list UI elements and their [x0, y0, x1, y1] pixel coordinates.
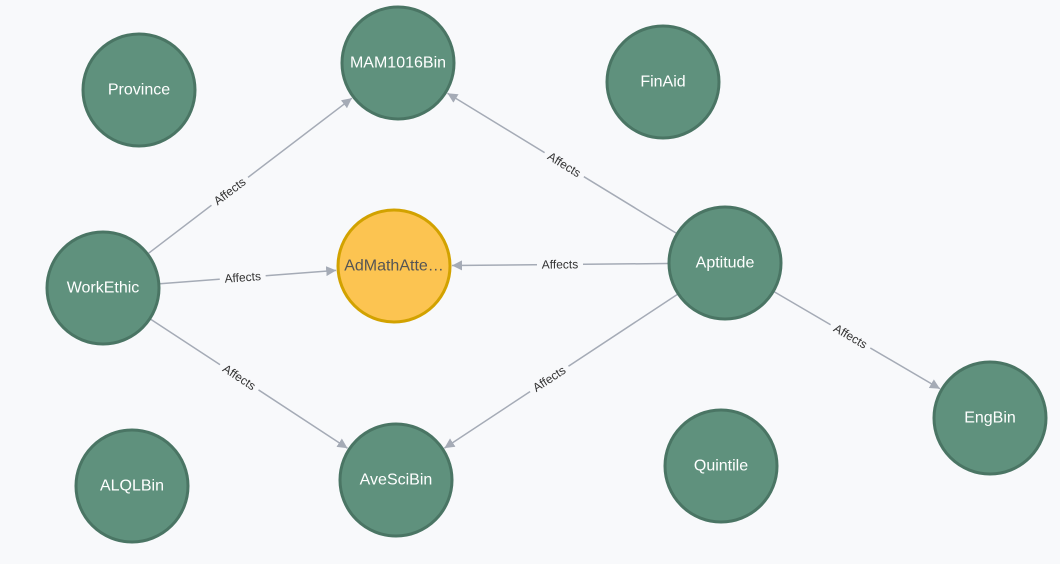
- edge-aptitude-engbin[interactable]: Affects: [773, 291, 941, 390]
- edge-label-group: Affects: [219, 267, 267, 288]
- node-quintile[interactable]: Quintile: [663, 408, 779, 524]
- node-mam1016bin[interactable]: MAM1016Bin: [340, 5, 456, 121]
- node-circle[interactable]: [338, 422, 454, 538]
- edge-aptitude-avescibin[interactable]: Affects: [444, 293, 678, 449]
- node-aptitude[interactable]: Aptitude: [667, 205, 783, 321]
- node-circle[interactable]: [340, 5, 456, 121]
- edge-label-group: Affects: [215, 357, 263, 397]
- edges-layer: AffectsAffectsAffectsAffectsAffectsAffec…: [147, 92, 941, 449]
- node-circle[interactable]: [74, 428, 190, 544]
- node-circle[interactable]: [605, 24, 721, 140]
- node-engbin[interactable]: EngBin: [932, 360, 1048, 476]
- edge-workethic-admathatte[interactable]: Affects: [159, 266, 337, 288]
- edge-line[interactable]: [147, 97, 353, 255]
- node-finaid[interactable]: FinAid: [605, 24, 721, 140]
- node-avescibin[interactable]: AveSciBin: [338, 422, 454, 538]
- node-circle[interactable]: [336, 208, 452, 324]
- edge-label-background: [525, 359, 573, 399]
- edge-label-background: [540, 145, 589, 184]
- edge-label-background: [215, 357, 263, 397]
- edge-label-background: [536, 256, 584, 273]
- node-circle[interactable]: [932, 360, 1048, 476]
- edge-label-background: [826, 317, 875, 355]
- edge-label: Affects: [224, 269, 261, 286]
- node-circle[interactable]: [663, 408, 779, 524]
- node-province[interactable]: Province: [81, 32, 197, 148]
- edge-label-background: [206, 171, 253, 212]
- edge-label-group: Affects: [826, 317, 875, 355]
- edge-label-group: Affects: [525, 359, 573, 399]
- node-admathatte[interactable]: AdMathAtte…: [336, 208, 452, 324]
- edge-label-group: Affects: [536, 256, 584, 273]
- edge-label: Affects: [831, 321, 870, 351]
- edge-label-group: Affects: [540, 145, 589, 184]
- edge-aptitude-admathatte[interactable]: Affects: [451, 256, 669, 273]
- edge-workethic-avescibin[interactable]: Affects: [150, 318, 348, 449]
- node-workethic[interactable]: WorkEthic: [45, 230, 161, 346]
- node-circle[interactable]: [81, 32, 197, 148]
- edge-label-group: Affects: [206, 171, 253, 212]
- edge-label: Affects: [542, 257, 579, 271]
- node-circle[interactable]: [45, 230, 161, 346]
- node-alqlbin[interactable]: ALQLBin: [74, 428, 190, 544]
- edge-label-background: [219, 267, 267, 288]
- node-circle[interactable]: [667, 205, 783, 321]
